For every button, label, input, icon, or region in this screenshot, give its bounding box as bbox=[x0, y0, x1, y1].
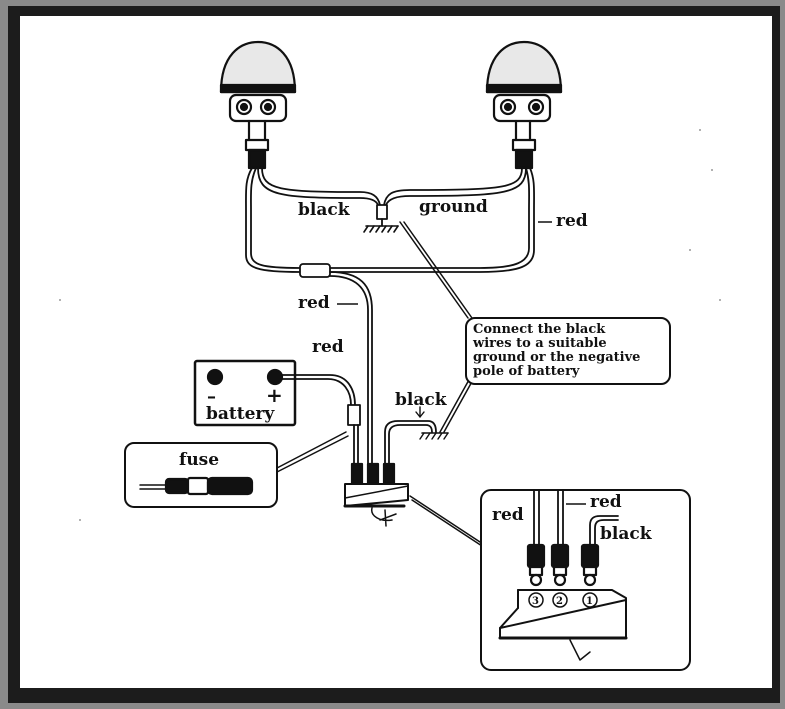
terminal-2-label: 2 bbox=[556, 596, 563, 607]
battery-minus: – bbox=[207, 386, 216, 407]
callout-box bbox=[465, 317, 671, 385]
scan-specks bbox=[59, 129, 721, 521]
fuse-callout bbox=[124, 431, 349, 508]
left-lamp bbox=[219, 40, 297, 170]
inset-label-black: black bbox=[600, 524, 653, 544]
callout-line-2: wires to a suitable bbox=[472, 336, 607, 351]
label-ground: ground bbox=[419, 197, 488, 217]
terminal-3-label: 3 bbox=[532, 596, 539, 607]
inset-switch-detail bbox=[480, 489, 691, 671]
callout-leader-bottom bbox=[439, 377, 471, 433]
switch-assembly bbox=[343, 462, 409, 527]
switch-black-wire bbox=[384, 406, 449, 471]
battery bbox=[193, 359, 297, 427]
lamp-wiring bbox=[245, 167, 535, 471]
label-red-mid: red bbox=[298, 293, 330, 313]
terminal-1-label: 1 bbox=[586, 596, 593, 607]
right-lamp bbox=[485, 40, 563, 170]
inset-leader bbox=[409, 495, 481, 543]
inset-label-red-right: red bbox=[590, 492, 622, 512]
inset-label-red-left: red bbox=[492, 505, 524, 525]
ground-symbol-top bbox=[363, 225, 399, 233]
callout-leader-top bbox=[399, 221, 469, 319]
battery-plus: + bbox=[266, 383, 283, 407]
label-black-mid: black bbox=[395, 390, 448, 410]
battery-red-wire bbox=[281, 374, 361, 471]
battery-label: battery bbox=[206, 404, 275, 424]
label-black-top: black bbox=[298, 200, 351, 220]
callout-line-1: Connect the black bbox=[473, 322, 606, 337]
callout-line-4: pole of battery bbox=[473, 364, 580, 379]
fuse-label: fuse bbox=[179, 450, 219, 470]
label-red-right: red bbox=[556, 211, 588, 231]
label-red-battery: red bbox=[312, 337, 344, 357]
callout-line-3: ground or the negative bbox=[473, 350, 640, 365]
